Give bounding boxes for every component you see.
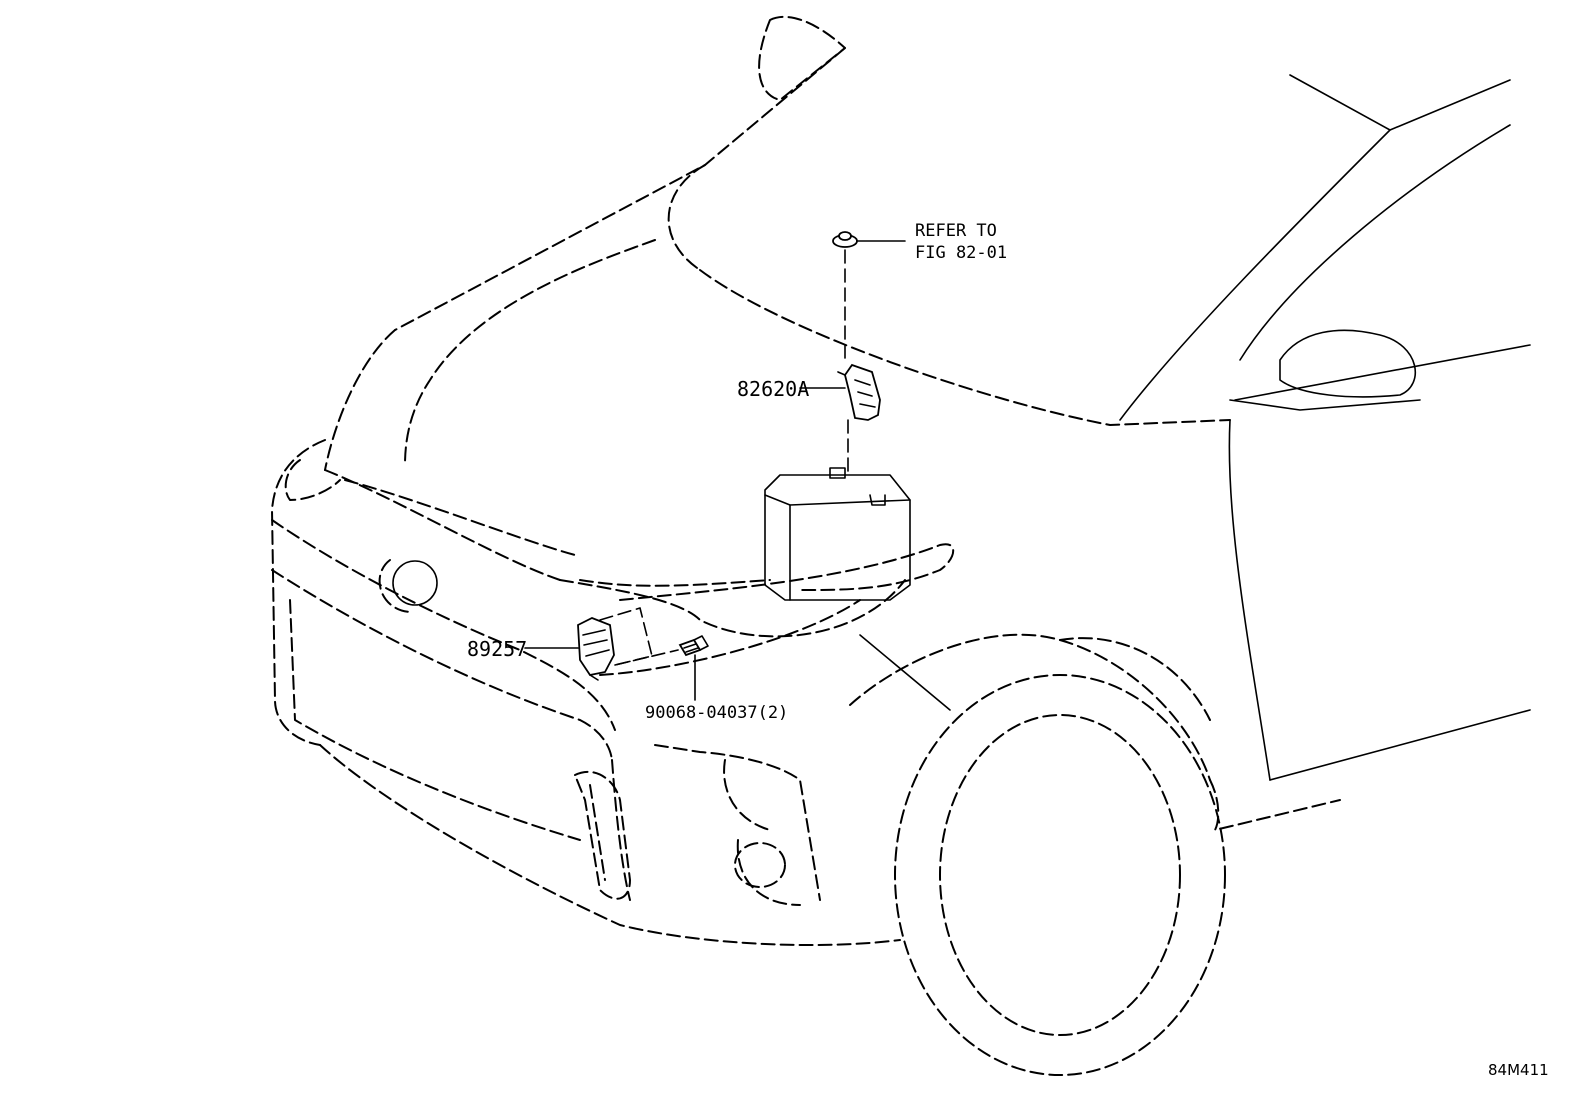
part-label-82620a[interactable]: 82620A (737, 377, 809, 401)
figure-code: 84M411 (1488, 1061, 1549, 1079)
clip-nut[interactable] (832, 231, 858, 248)
relay-block-82620a[interactable] (837, 363, 881, 421)
part-label-89257[interactable]: 89257 (467, 637, 527, 661)
sensor-89257[interactable] (577, 617, 615, 681)
leader-lines (524, 240, 906, 701)
refer-fig-label: FIG 82-01 (915, 243, 1007, 263)
car-outline (271, 15, 1531, 1076)
bolt-90068[interactable] (678, 635, 709, 657)
refer-to-label: REFER TO (915, 221, 997, 241)
battery (764, 467, 911, 601)
install-guides (599, 249, 849, 666)
part-label-90068[interactable]: 90068-04037(2) (645, 703, 788, 723)
